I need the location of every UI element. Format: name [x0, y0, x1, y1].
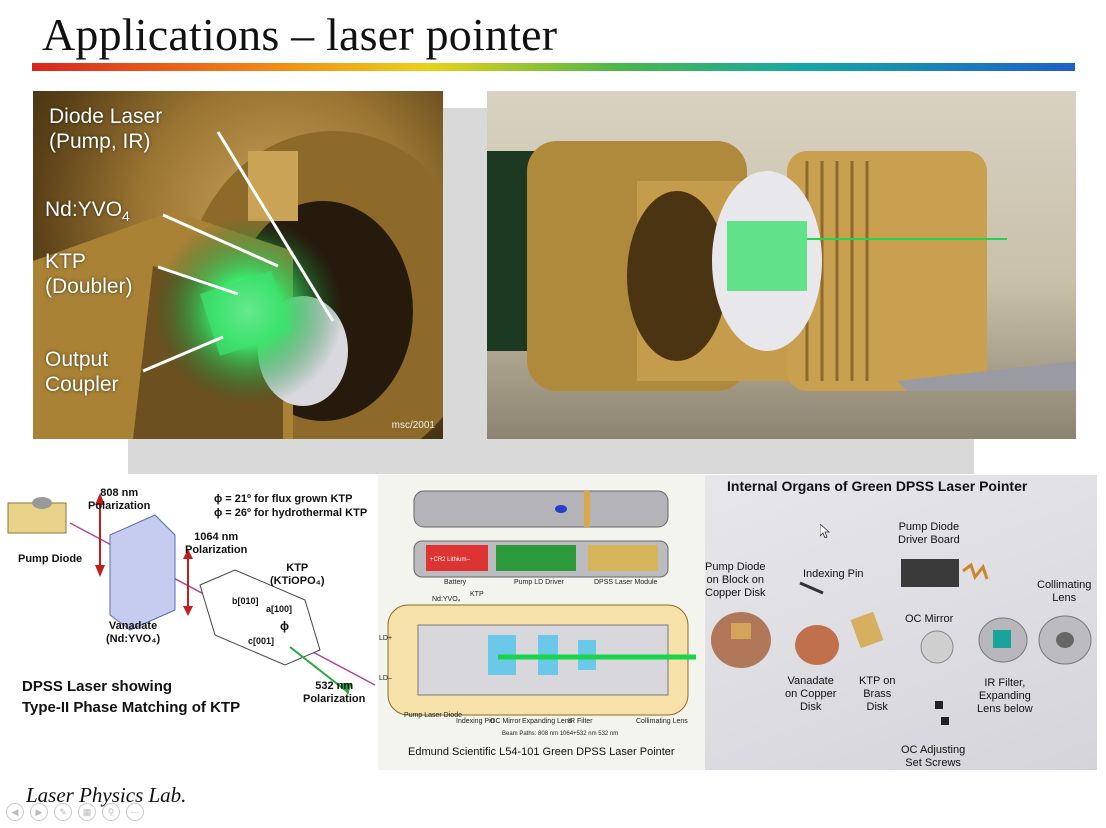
label-pump-ld-driver: Pump LD Driver: [514, 579, 564, 586]
label-532nm-polarization: 532 nm Polarization: [303, 680, 366, 705]
label-indexing-pin-schematic: Indexing Pin: [456, 718, 495, 725]
label-ld-minus: LD–: [379, 675, 392, 682]
organs-title: Internal Organs of Green DPSS Laser Poin…: [727, 478, 1028, 494]
label-ktp-schematic: KTP: [470, 591, 484, 598]
label-b010: b[010]: [232, 596, 259, 606]
prev-slide-icon[interactable]: ◀: [6, 803, 24, 821]
label-ktp-brass-disk: KTP on Brass Disk: [859, 675, 896, 713]
schematic-figure: [387, 490, 696, 716]
next-slide-icon[interactable]: ▶: [30, 803, 48, 821]
pen-tool-icon[interactable]: ✎: [54, 803, 72, 821]
label-pump-diode: Pump Diode: [18, 553, 83, 565]
label-ndyvo4-main: Nd:YVO: [45, 198, 123, 221]
label-ktp-doubler: KTP (Doubler): [45, 250, 133, 298]
label-vanadate: Vanadate (Nd:YVO₄): [106, 620, 161, 645]
label-vanadate-disk: Vanadate on Copper Disk: [785, 675, 837, 713]
phase-matching-diagram: 808 nm Polarization ϕ = 21º for flux gro…: [0, 475, 380, 775]
laser-head-illustration: [33, 131, 443, 439]
label-phi-angle: ϕ: [280, 619, 289, 633]
label-c001: c[001]: [248, 636, 275, 646]
label-ir-filter: IR Filter, Expanding Lens below: [977, 677, 1033, 715]
label-output-coupler: Output Coupler: [45, 348, 119, 396]
label-oc-mirror: OC Mirror: [905, 613, 954, 625]
slide-sorter-icon[interactable]: ▦: [78, 803, 96, 821]
label-dpss-module: DPSS Laser Module: [594, 579, 658, 586]
label-pump-laser-diode: Pump Laser Diode: [404, 712, 462, 719]
label-battery: Battery: [444, 579, 467, 586]
internal-organs-figure: [711, 559, 1092, 725]
label-pump-diode-block: Pump Diode on Block on Copper Disk: [705, 561, 766, 599]
slide-nav-toolbar: ◀ ▶ ✎ ▦ ⚲ ⋯: [6, 803, 144, 821]
laser-assembly-photo: [487, 91, 1076, 439]
label-phi-hydrothermal: ϕ = 26º for hydrothermal KTP: [214, 507, 368, 519]
label-indexing-pin: Indexing Pin: [803, 568, 864, 580]
internal-organs-photo: Internal Organs of Green DPSS Laser Poin…: [705, 475, 1097, 770]
label-phi-flux: ϕ = 21º for flux grown KTP: [214, 493, 353, 505]
photo-credit: msc/2001: [391, 420, 435, 431]
label-expanding-lens: Expanding Lens: [522, 718, 573, 725]
laser-pointer-schematic: +CR2 Lithium– Battery Pump LD Driver DPS…: [378, 475, 706, 770]
label-ktp-crystal: KTP (KTiOPO₄): [270, 562, 325, 587]
zoom-icon[interactable]: ⚲: [102, 803, 120, 821]
label-beam-paths: Beam Paths: 808 nm 1064+532 nm 532 nm: [502, 731, 619, 737]
slide-title: Applications – laser pointer: [42, 9, 558, 60]
title-rainbow-rule: [32, 63, 1075, 71]
label-oc-set-screws: OC Adjusting Set Screws: [901, 744, 966, 769]
laser-assembly-illustration: [487, 141, 1076, 391]
label-collimating-lens-schematic: Collimating Lens: [636, 718, 688, 725]
schematic-caption: Edmund Scientific L54-101 Green DPSS Las…: [408, 746, 675, 758]
more-options-icon[interactable]: ⋯: [126, 803, 144, 821]
label-diode-laser: Diode Laser (Pump, IR): [49, 105, 163, 153]
label-ndyvo-schematic: Nd:YVO₄: [432, 596, 461, 603]
label-cr2-battery: +CR2 Lithium–: [430, 557, 470, 563]
label-808nm-polarization: 808 nm Polarization: [88, 487, 151, 512]
label-a100: a[100]: [266, 604, 293, 614]
label-ld-plus: LD+: [379, 635, 393, 642]
mouse-cursor-icon: [820, 524, 830, 538]
label-ndyvo4: Nd:YVO4: [45, 197, 130, 229]
label-ir-filter-schematic: IR Filter: [568, 718, 593, 725]
diagram-caption: DPSS Laser showing Type-II Phase Matchin…: [22, 678, 241, 716]
label-oc-mirror-schematic: OC Mirror: [490, 718, 521, 725]
laser-head-photo: Diode Laser (Pump, IR) Nd:YVO4 KTP (Doub…: [33, 91, 443, 439]
label-collimating-lens: Collimating Lens: [1037, 579, 1092, 604]
label-1064nm-polarization: 1064 nm Polarization: [185, 531, 248, 556]
label-pump-driver-board: Pump Diode Driver Board: [898, 521, 960, 546]
phase-matching-figure: [7, 493, 376, 695]
label-ndyvo4-subscript: 4: [122, 208, 130, 225]
